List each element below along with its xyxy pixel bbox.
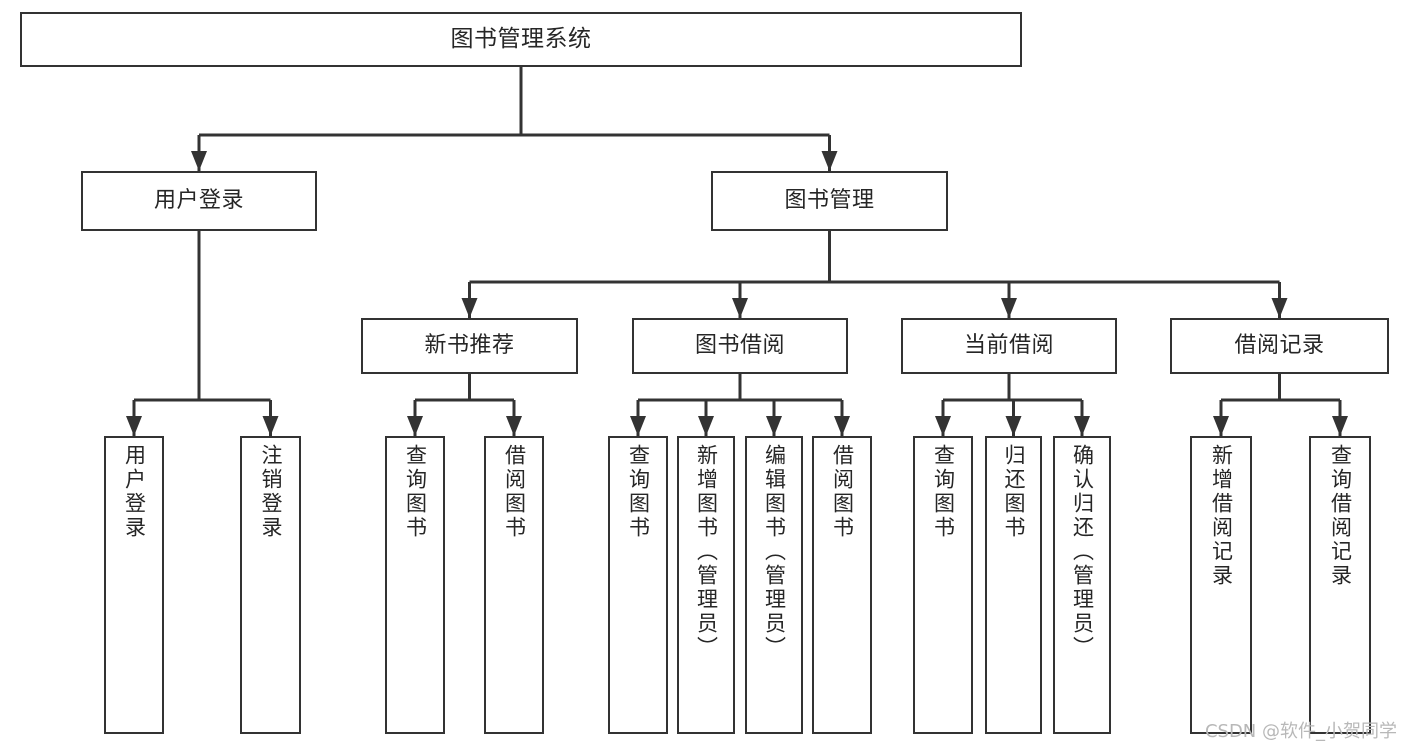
node-label: 查询借阅记录 <box>1328 444 1353 588</box>
node-label: 图书管理 <box>784 187 875 213</box>
node-label: 借阅记录 <box>1234 332 1325 358</box>
node-leaf-borrow-borrow-book[interactable]: 借阅图书 <box>812 436 872 734</box>
node-leaf-new-query-book[interactable]: 查询图书 <box>385 436 445 734</box>
node-label: 借阅图书 <box>502 444 527 540</box>
node-label: 确认归还（管理员） <box>1070 444 1095 660</box>
node-leaf-user-logout[interactable]: 注销登录 <box>240 436 301 734</box>
node-label: 借阅图书 <box>830 444 855 540</box>
node-leaf-current-confirm-return[interactable]: 确认归还（管理员） <box>1053 436 1111 734</box>
node-leaf-current-query-book[interactable]: 查询图书 <box>913 436 973 734</box>
node-label: 查询图书 <box>626 444 651 540</box>
node-book-borrow[interactable]: 图书借阅 <box>632 318 848 374</box>
node-label: 注销登录 <box>259 444 283 540</box>
node-current-borrow[interactable]: 当前借阅 <box>901 318 1117 374</box>
node-label: 查询图书 <box>931 444 956 540</box>
node-label: 新增借阅记录 <box>1209 444 1234 588</box>
node-label: 用户登录 <box>153 187 244 213</box>
node-label: 编辑图书（管理员） <box>762 444 787 660</box>
node-label: 新书推荐 <box>424 332 515 358</box>
node-label: 当前借阅 <box>963 332 1054 358</box>
node-label: 图书管理系统 <box>450 25 592 52</box>
node-leaf-record-add[interactable]: 新增借阅记录 <box>1190 436 1252 734</box>
node-label: 图书借阅 <box>694 332 785 358</box>
node-root-system[interactable]: 图书管理系统 <box>20 12 1022 67</box>
node-label: 用户登录 <box>122 444 147 540</box>
node-leaf-borrow-edit-book[interactable]: 编辑图书（管理员） <box>745 436 803 734</box>
node-user-login-module[interactable]: 用户登录 <box>81 171 317 231</box>
node-label: 归还图书 <box>1002 444 1026 540</box>
node-leaf-user-login[interactable]: 用户登录 <box>104 436 164 734</box>
node-leaf-new-borrow-book[interactable]: 借阅图书 <box>484 436 544 734</box>
node-book-management-module[interactable]: 图书管理 <box>711 171 948 231</box>
node-leaf-borrow-add-book[interactable]: 新增图书（管理员） <box>677 436 735 734</box>
node-leaf-record-query[interactable]: 查询借阅记录 <box>1309 436 1371 734</box>
node-leaf-current-return-book[interactable]: 归还图书 <box>985 436 1042 734</box>
node-borrow-record[interactable]: 借阅记录 <box>1170 318 1389 374</box>
node-leaf-borrow-query-book[interactable]: 查询图书 <box>608 436 668 734</box>
node-new-book-recommend[interactable]: 新书推荐 <box>361 318 578 374</box>
node-label: 新增图书（管理员） <box>694 444 719 660</box>
csdn-watermark: CSDN @软件_小贺同学 <box>1204 721 1397 742</box>
node-label: 查询图书 <box>403 444 428 540</box>
